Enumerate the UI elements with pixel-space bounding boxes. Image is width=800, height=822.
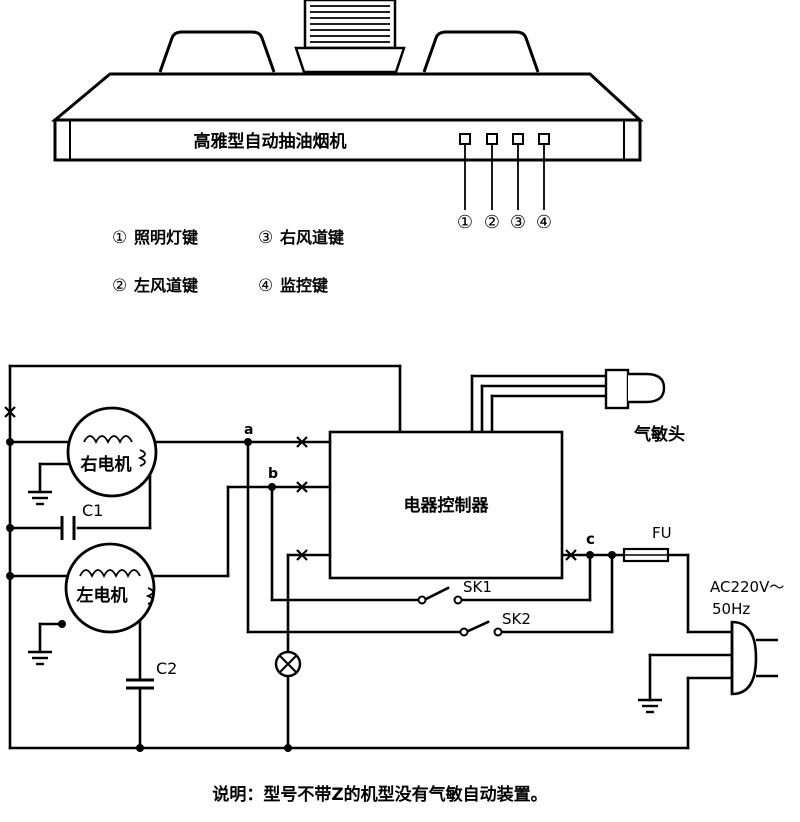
legend-text-1: 照明灯键	[134, 228, 198, 247]
capacitor-c1: C1	[60, 501, 103, 540]
sk2-label: SK2	[502, 610, 531, 628]
switch-sk2: SK2	[459, 610, 531, 637]
hood-front-panel	[53, 118, 642, 162]
legend-text-2: 左风道键	[133, 276, 198, 295]
right-motor-housing	[422, 30, 540, 73]
key-marker-1: ①	[457, 212, 473, 233]
legend-text-4: 监控键	[280, 276, 328, 295]
power-plug: AC220V～ 50Hz	[710, 578, 784, 696]
c2-label: C2	[156, 659, 177, 678]
lamp	[274, 650, 302, 678]
power-label-1: AC220V～	[710, 578, 784, 596]
hood-top	[50, 72, 644, 122]
fuse-label: FU	[652, 524, 672, 542]
gas-sensor: 气敏头	[604, 368, 685, 445]
diagram-caption: 说明：型号不带Z的机型没有气敏自动装置。	[212, 784, 547, 805]
ground-symbol	[638, 698, 662, 714]
right-duct-key	[512, 133, 524, 145]
ground-symbol	[28, 490, 52, 506]
circuit-wiring	[8, 364, 734, 750]
right-motor: 右电机	[66, 406, 158, 498]
controller-label: 电器控制器	[404, 495, 490, 516]
c1-label: C1	[82, 501, 103, 520]
node-a-label: a	[244, 422, 253, 438]
left-motor: 左电机	[64, 542, 156, 634]
legend-num-2: ②	[112, 276, 127, 296]
monitor-key	[538, 133, 550, 145]
key-marker-4: ④	[536, 212, 552, 233]
key-legend: ① 照明灯键 ③ 右风道键 ② 左风道键 ④ 监控键	[112, 228, 344, 296]
node-c-label: c	[586, 530, 595, 548]
hood-title: 高雅型自动抽油烟机	[194, 131, 347, 152]
controller-box	[328, 430, 564, 580]
switch-sk1: SK1	[417, 578, 492, 605]
node-b-label: b	[268, 466, 278, 482]
exhaust-duct	[294, 0, 406, 74]
range-hood-illustration: 高雅型自动抽油烟机 ① ② ③ ④	[50, 0, 644, 233]
right-motor-label: 右电机	[81, 454, 132, 475]
gas-sensor-label: 气敏头	[633, 424, 685, 445]
sk1-label: SK1	[463, 578, 492, 596]
left-motor-label: 左电机	[77, 585, 128, 606]
fuse: FU	[622, 524, 672, 563]
left-motor-housing	[158, 30, 276, 73]
key-marker-2: ②	[484, 212, 500, 233]
legend-num-1: ①	[112, 228, 127, 248]
lighting-key	[459, 133, 471, 145]
power-label-2: 50Hz	[712, 600, 750, 618]
left-duct-key	[486, 133, 498, 145]
ground-symbol	[28, 650, 52, 666]
legend-num-3: ③	[258, 228, 273, 248]
capacitor-c2: C2	[126, 659, 177, 690]
legend-num-4: ④	[258, 276, 273, 296]
key-marker-3: ③	[510, 212, 526, 233]
legend-text-3: 右风道键	[280, 228, 344, 247]
